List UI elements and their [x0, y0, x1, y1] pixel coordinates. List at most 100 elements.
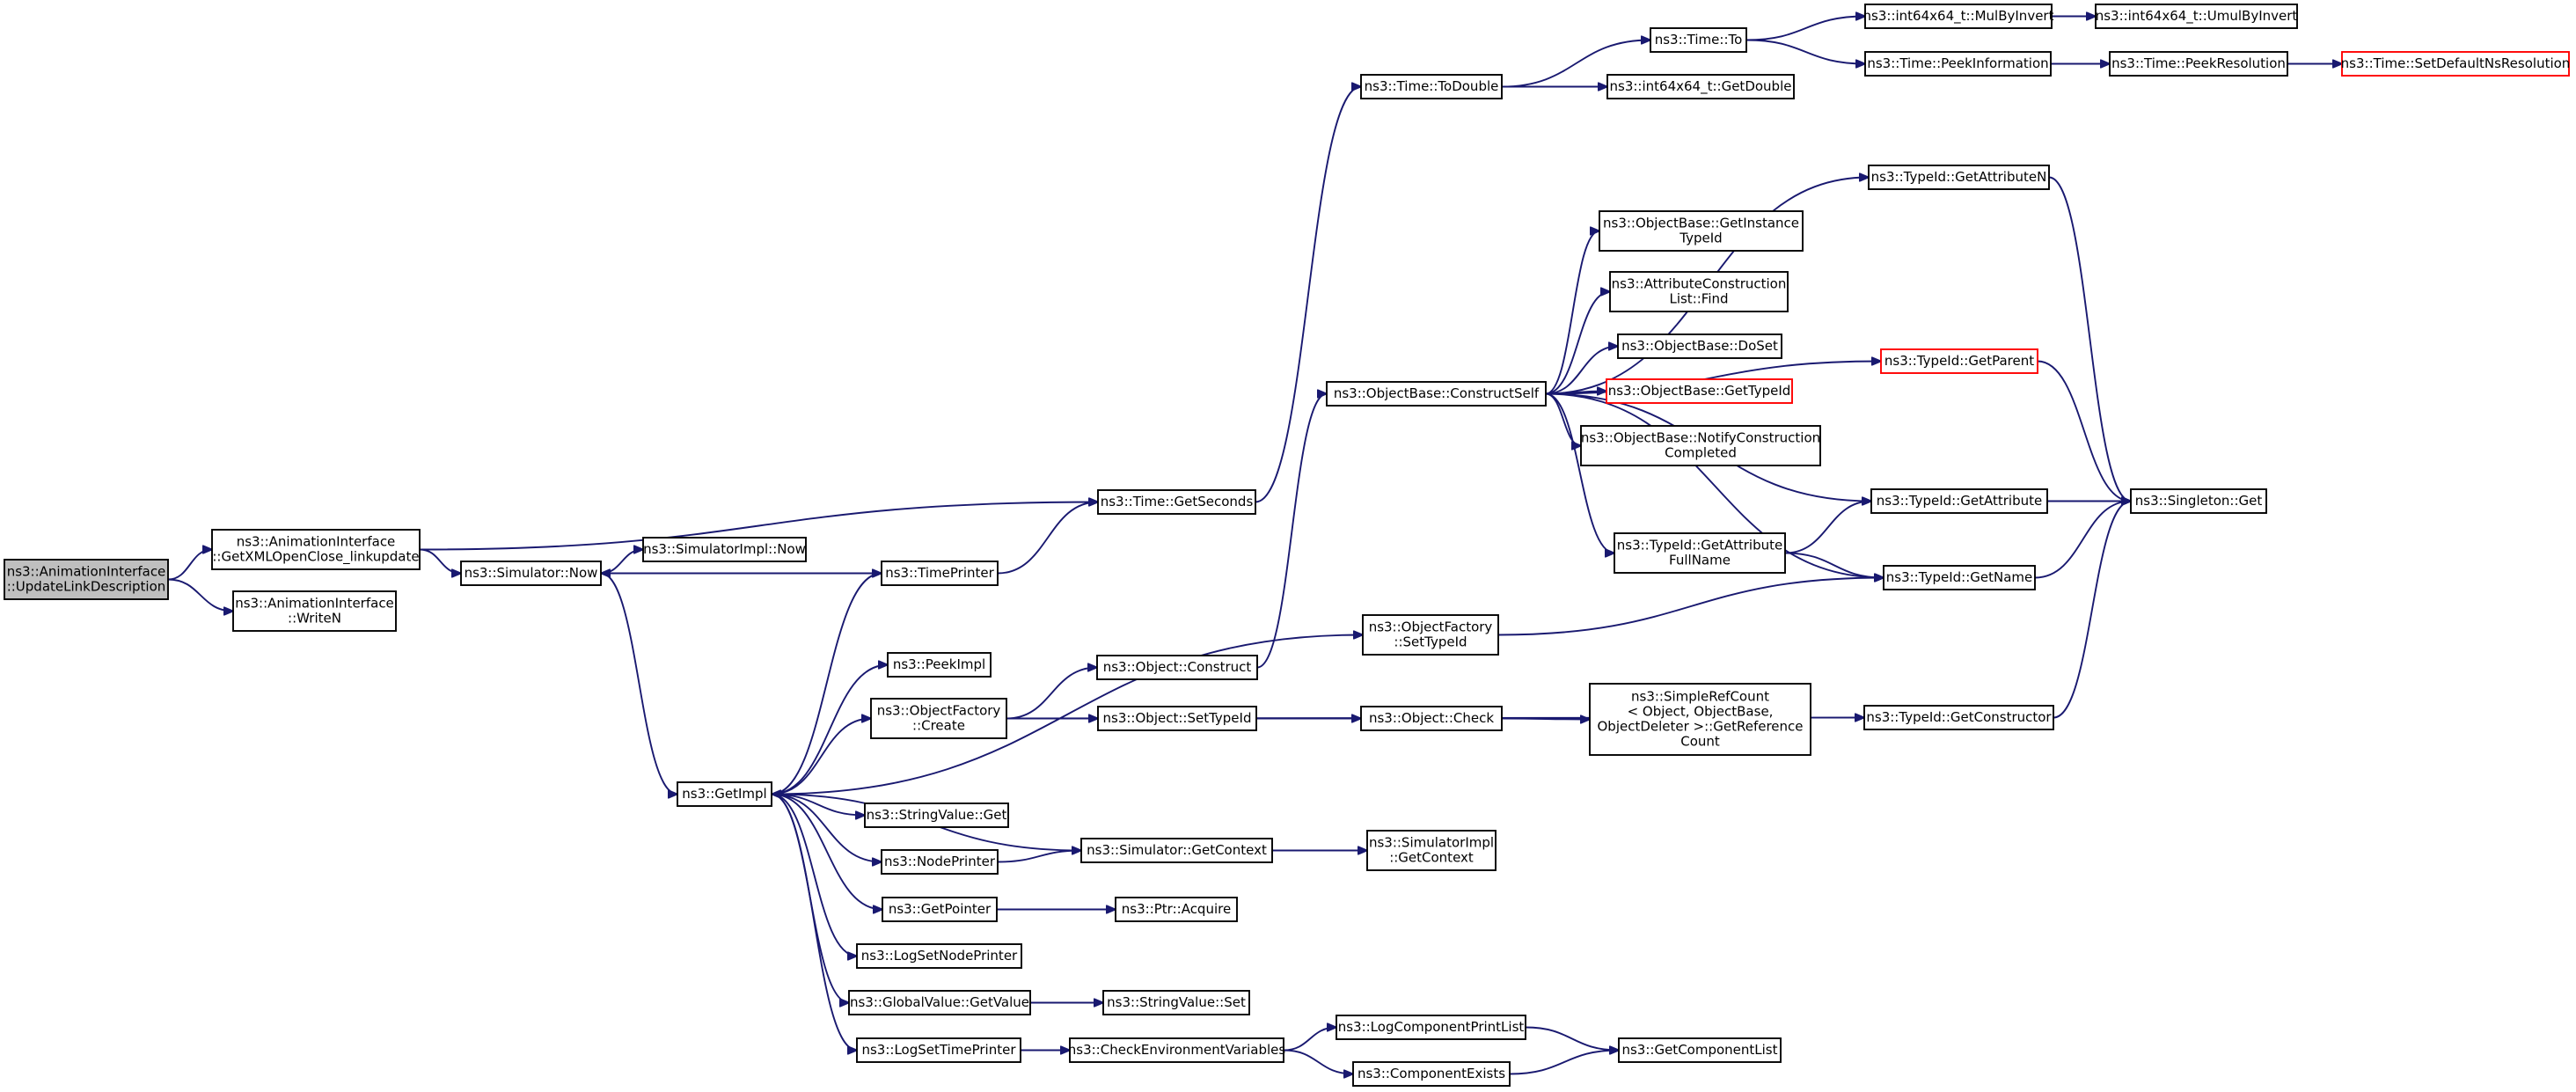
- node-getattrn[interactable]: ns3::TypeId::GetAttributeN: [1868, 165, 2050, 190]
- node-box: [882, 897, 998, 922]
- node-box: [1080, 838, 1273, 863]
- node-stringvalset[interactable]: ns3::StringValue::Set: [1102, 990, 1250, 1015]
- node-label: ns3::AttributeConstruction: [1612, 276, 1787, 292]
- edge-getimpl-to-ofcreate: [771, 719, 871, 795]
- node-todouble[interactable]: ns3::Time::ToDouble: [1360, 74, 1503, 99]
- node-label: List::Find: [1669, 291, 1728, 307]
- node-logsetnodeprinter[interactable]: ns3::LogSetNodePrinter: [856, 943, 1022, 969]
- node-writen[interactable]: ns3::AnimationInterface::WriteN: [232, 590, 397, 632]
- node-box: [1115, 897, 1238, 922]
- node-setdefault[interactable]: ns3::Time::SetDefaultNsResolution: [2341, 51, 2571, 77]
- node-label: ns3::Simulator::Now: [465, 565, 598, 581]
- node-label: ns3::CheckEnvironmentVariables: [1068, 1042, 1286, 1058]
- node-obgettypeid[interactable]: ns3::ObjectBase::GetTypeId: [1606, 378, 1793, 404]
- node-update[interactable]: ns3::AnimationInterface::UpdateLinkDescr…: [4, 559, 169, 600]
- node-label: Completed: [1665, 445, 1737, 461]
- node-box: [864, 803, 1009, 828]
- node-umulbyinvert[interactable]: ns3::int64x64_t::UmulByInvert: [2095, 4, 2298, 29]
- node-getseconds[interactable]: ns3::Time::GetSeconds: [1097, 489, 1256, 515]
- edge-constructself-to-attrfind: [1545, 292, 1610, 395]
- edge-getimpl-to-logsetnodeprinter: [771, 793, 857, 956]
- node-label: ns3::Time::ToDouble: [1365, 78, 1499, 94]
- node-label: ns3::TypeId::GetAttributeN: [1871, 169, 2047, 185]
- node-getname[interactable]: ns3::TypeId::GetName: [1883, 565, 2036, 590]
- node-label: ns3::Object::Check: [1369, 710, 1494, 726]
- node-compexists[interactable]: ns3::ComponentExists: [1352, 1061, 1511, 1087]
- edge-compexists-to-getcomplist: [1509, 1051, 1619, 1075]
- node-box: [1102, 990, 1250, 1015]
- node-box: [1870, 488, 2048, 514]
- node-ptracquire[interactable]: ns3::Ptr::Acquire: [1115, 897, 1238, 922]
- node-notify[interactable]: ns3::ObjectBase::NotifyConstructionCompl…: [1580, 425, 1821, 466]
- node-label: ns3::int64x64_t::UmulByInvert: [2096, 8, 2298, 25]
- node-mulbyinvert[interactable]: ns3::int64x64_t::MulByInvert: [1863, 4, 2054, 29]
- edge-simnow-to-getimpl: [600, 572, 677, 795]
- edge-to-to-peekinfo: [1745, 39, 1865, 64]
- node-label: ns3::StringValue::Set: [1107, 994, 1246, 1010]
- node-peekres[interactable]: ns3::Time::PeekResolution: [2109, 51, 2288, 77]
- node-ofcreate[interactable]: ns3::ObjectFactory::Create: [870, 698, 1007, 739]
- edge-ofcreate-to-objconstruct: [1006, 668, 1097, 720]
- node-label: ns3::ObjectBase::GetTypeId: [1608, 383, 1791, 399]
- node-getconstructor[interactable]: ns3::TypeId::GetConstructor: [1863, 705, 2054, 730]
- node-objsettypeid[interactable]: ns3::Object::SetTypeId: [1097, 706, 1257, 731]
- node-logsettimeprinter[interactable]: ns3::LogSetTimePrinter: [856, 1037, 1021, 1063]
- node-label: ns3::TypeId::GetAttribute: [1617, 538, 1782, 553]
- node-box: [1097, 706, 1257, 731]
- node-box: [1617, 333, 1782, 359]
- edge-getimpl-to-peekimpl: [771, 665, 888, 795]
- node-box: [1614, 532, 1786, 574]
- edge-simnow-to-simimplnow: [600, 550, 643, 575]
- node-doset[interactable]: ns3::ObjectBase::DoSet: [1617, 333, 1782, 359]
- node-getcomplist[interactable]: ns3::GetComponentList: [1618, 1037, 1782, 1063]
- node-nodeprinter[interactable]: ns3::NodePrinter: [881, 849, 999, 875]
- node-simgetcontext[interactable]: ns3::Simulator::GetContext: [1080, 838, 1273, 863]
- node-gvgetvalue[interactable]: ns3::GlobalValue::GetValue: [848, 990, 1031, 1015]
- node-label: ns3::Ptr::Acquire: [1122, 901, 1231, 917]
- edge-getparent-to-singleton: [2037, 360, 2131, 502]
- node-refcount[interactable]: ns3::SimpleRefCount< Object, ObjectBase,…: [1589, 683, 1811, 756]
- node-peekinfo[interactable]: ns3::Time::PeekInformation: [1864, 51, 2052, 77]
- node-getpointer[interactable]: ns3::GetPointer: [882, 897, 998, 922]
- node-getxml[interactable]: ns3::AnimationInterface::GetXMLOpenClose…: [211, 529, 421, 570]
- node-constructself[interactable]: ns3::ObjectBase::ConstructSelf: [1326, 381, 1547, 407]
- node-label: ::Create: [912, 718, 965, 734]
- node-singleton[interactable]: ns3::Singleton::Get: [2130, 488, 2267, 514]
- node-box: [642, 537, 807, 562]
- node-getparent[interactable]: ns3::TypeId::GetParent: [1880, 348, 2038, 374]
- node-box: [1360, 706, 1503, 731]
- node-box: [1096, 655, 1258, 680]
- node-ofsettypeid[interactable]: ns3::ObjectFactory::SetTypeId: [1362, 614, 1499, 656]
- node-objcheck[interactable]: ns3::Object::Check: [1360, 706, 1503, 731]
- edge-getattrfull-to-getattribute: [1784, 502, 1871, 554]
- edge-constructself-to-notify: [1545, 392, 1581, 446]
- node-box: [1863, 705, 2054, 730]
- node-label: ns3::SimpleRefCount: [1631, 689, 1769, 705]
- node-box: [1609, 271, 1789, 312]
- node-label: ns3::Time::SetDefaultNsResolution: [2341, 55, 2571, 71]
- node-timeprinter[interactable]: ns3::TimePrinter: [881, 561, 999, 586]
- node-label: ns3::AnimationInterface: [237, 534, 396, 550]
- node-objconstruct[interactable]: ns3::Object::Construct: [1096, 655, 1258, 680]
- node-label: Count: [1680, 734, 1720, 750]
- node-getimpl[interactable]: ns3::GetImpl: [677, 781, 772, 807]
- node-peekimpl[interactable]: ns3::PeekImpl: [887, 652, 992, 678]
- node-simimplnow[interactable]: ns3::SimulatorImpl::Now: [642, 537, 807, 562]
- node-getattribute[interactable]: ns3::TypeId::GetAttribute: [1870, 488, 2048, 514]
- nodes-layer: ns3::AnimationInterface::UpdateLinkDescr…: [4, 4, 2571, 1087]
- node-to[interactable]: ns3::Time::To: [1650, 27, 1747, 53]
- node-box: [1580, 425, 1821, 466]
- node-logcompprint[interactable]: ns3::LogComponentPrintList: [1336, 1015, 1526, 1040]
- node-stringvalget[interactable]: ns3::StringValue::Get: [864, 803, 1009, 828]
- node-label: ns3::ObjectBase::ConstructSelf: [1334, 385, 1540, 401]
- node-simnow[interactable]: ns3::Simulator::Now: [460, 561, 602, 586]
- node-label: ns3::int64x64_t::GetDouble: [1610, 78, 1792, 95]
- node-checkenv[interactable]: ns3::CheckEnvironmentVariables: [1068, 1037, 1286, 1063]
- node-box: [1864, 4, 2053, 29]
- node-getdouble[interactable]: ns3::int64x64_t::GetDouble: [1606, 74, 1795, 99]
- node-label: ns3::GetImpl: [682, 786, 766, 802]
- node-simimplgetcontext[interactable]: ns3::SimulatorImpl::GetContext: [1366, 830, 1497, 871]
